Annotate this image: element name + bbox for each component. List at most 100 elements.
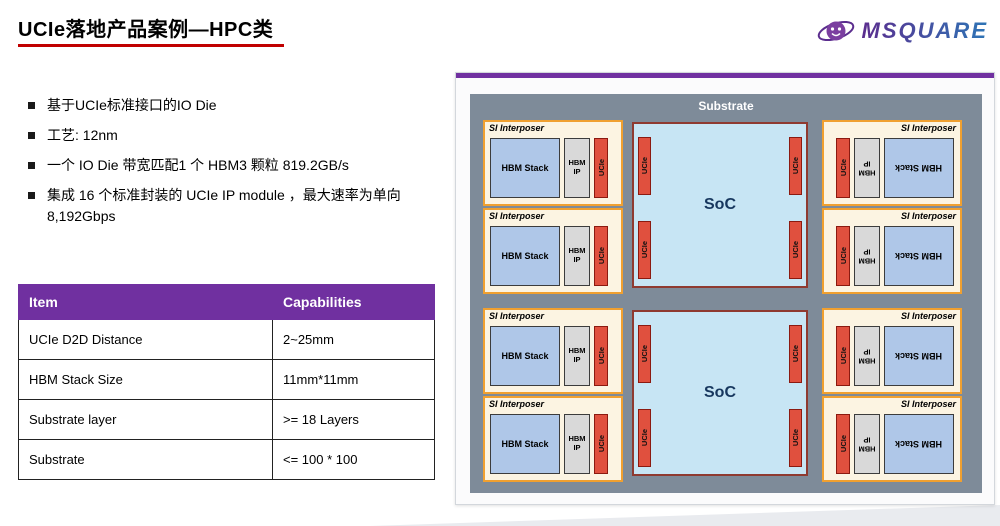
ucie-label: UCIe xyxy=(791,429,800,447)
table-header-item: Item xyxy=(18,284,273,320)
page-title: UCIe落地产品案例—HPC类 xyxy=(18,19,274,41)
table-header-row: Item Capabilities xyxy=(18,284,435,320)
hbm-stack-block: HBM Stack xyxy=(490,414,560,474)
ucie-label: UCIe xyxy=(838,347,848,365)
hbm-stack-label: HBM Stack xyxy=(501,163,549,173)
si-interposer-module: SI Interposer HBM Stack HBM IP UCIe xyxy=(483,308,623,394)
bullet-marker xyxy=(28,192,35,199)
table-cell: >= 18 Layers xyxy=(272,399,435,440)
si-interposer-label: SI Interposer xyxy=(900,211,956,221)
si-interposer-label: SI Interposer xyxy=(489,311,545,321)
si-interposer-module: SI Interposer HBM Stack HBM IP UCIe xyxy=(483,396,623,482)
diagram-top-accent xyxy=(456,73,994,78)
msquare-logo-icon xyxy=(817,20,854,42)
ucie-block: UCIe xyxy=(836,414,850,474)
hbm-ip-label: HBM IP xyxy=(858,160,876,178)
ucie-block: UCIe xyxy=(594,226,608,286)
si-interposer-label: SI Interposer xyxy=(900,123,956,133)
si-interposer-module: SI Interposer UCIe HBM IP HBM Stack xyxy=(822,120,962,206)
hbm-stack-block: HBM Stack xyxy=(884,414,954,474)
bullet-marker xyxy=(28,132,35,139)
hbm-ip-block: HBM IP xyxy=(854,414,880,474)
bullet-text: 工艺: 12nm xyxy=(47,127,118,143)
hbm-stack-label: HBM Stack xyxy=(895,439,943,449)
ucie-block: UCIe xyxy=(836,138,850,198)
si-interposer-module: SI Interposer UCIe HBM IP HBM Stack xyxy=(822,396,962,482)
bullet-item: 工艺: 12nm xyxy=(28,125,430,146)
bullet-marker xyxy=(28,162,35,169)
table-row: UCIe D2D Distance 2~25mm xyxy=(18,319,435,360)
hbm-stack-label: HBM Stack xyxy=(895,351,943,361)
ucie-block: UCIe xyxy=(594,326,608,386)
ucie-block: UCIe xyxy=(789,409,802,467)
si-interposer-label: SI Interposer xyxy=(900,399,956,409)
bullet-text: 基于UCIe标准接口的IO Die xyxy=(47,97,217,113)
ucie-label: UCIe xyxy=(838,435,848,453)
ucie-block: UCIe xyxy=(638,325,651,383)
package-diagram: Substrate SI Interposer HBM Stack HBM IP… xyxy=(455,72,995,505)
ucie-block: UCIe xyxy=(638,221,651,279)
table-cell: HBM Stack Size xyxy=(18,359,273,400)
corner-decoration xyxy=(370,505,1000,526)
soc-label: SoC xyxy=(704,196,736,213)
hbm-stack-label: HBM Stack xyxy=(501,351,549,361)
msquare-logo: MSQUARE xyxy=(816,14,988,48)
hbm-stack-block: HBM Stack xyxy=(490,326,560,386)
hbm-ip-block: HBM IP xyxy=(564,326,590,386)
table-header-capabilities: Capabilities xyxy=(272,284,435,320)
ucie-label: UCIe xyxy=(791,241,800,259)
ucie-block: UCIe xyxy=(594,138,608,198)
ucie-label: UCIe xyxy=(791,345,800,363)
table-cell: 2~25mm xyxy=(272,319,435,360)
ucie-label: UCIe xyxy=(640,345,649,363)
table-row: HBM Stack Size 11mm*11mm xyxy=(18,359,435,400)
hbm-stack-label: HBM Stack xyxy=(501,251,549,261)
ucie-label: UCIe xyxy=(596,247,606,265)
substrate: Substrate SI Interposer HBM Stack HBM IP… xyxy=(470,94,982,493)
ucie-label: UCIe xyxy=(838,159,848,177)
hbm-stack-label: HBM Stack xyxy=(895,163,943,173)
table-cell: Substrate layer xyxy=(18,399,273,440)
substrate-label: Substrate xyxy=(698,99,754,113)
ucie-block: UCIe xyxy=(836,326,850,386)
ucie-block: UCIe xyxy=(789,325,802,383)
hbm-stack-block: HBM Stack xyxy=(490,138,560,198)
table-cell: UCIe D2D Distance xyxy=(18,319,273,360)
si-interposer-module: SI Interposer UCIe HBM IP HBM Stack xyxy=(822,308,962,394)
soc-label: SoC xyxy=(704,384,736,401)
ucie-label: UCIe xyxy=(838,247,848,265)
soc-block: UCIe UCIe UCIe UCIe SoC xyxy=(632,122,808,288)
ucie-block: UCIe xyxy=(836,226,850,286)
table-row: Substrate layer >= 18 Layers xyxy=(18,399,435,440)
hbm-stack-block: HBM Stack xyxy=(490,226,560,286)
si-interposer-label: SI Interposer xyxy=(489,399,545,409)
bullet-item: 一个 IO Die 带宽匹配1 个 HBM3 颗粒 819.2GB/s xyxy=(28,155,430,176)
bullet-marker xyxy=(28,102,35,109)
ucie-block: UCIe xyxy=(638,137,651,195)
hbm-ip-label: HBM IP xyxy=(568,246,586,264)
ucie-block: UCIe xyxy=(638,409,651,467)
ucie-block: UCIe xyxy=(789,221,802,279)
si-interposer-module: SI Interposer UCIe HBM IP HBM Stack xyxy=(822,208,962,294)
bullet-text: 一个 IO Die 带宽匹配1 个 HBM3 颗粒 819.2GB/s xyxy=(47,157,349,173)
ucie-block: UCIe xyxy=(594,414,608,474)
hbm-stack-label: HBM Stack xyxy=(501,439,549,449)
hbm-ip-block: HBM IP xyxy=(854,138,880,198)
hbm-ip-label: HBM IP xyxy=(858,248,876,266)
title-underline xyxy=(18,44,284,47)
hbm-ip-block: HBM IP xyxy=(854,326,880,386)
table-row: Substrate <= 100 * 100 xyxy=(18,439,435,480)
si-interposer-module: SI Interposer HBM Stack HBM IP UCIe xyxy=(483,208,623,294)
si-interposer-label: SI Interposer xyxy=(489,211,545,221)
table-cell: <= 100 * 100 xyxy=(272,439,435,480)
ucie-label: UCIe xyxy=(640,241,649,259)
hbm-stack-block: HBM Stack xyxy=(884,326,954,386)
msquare-logo-text: MSQUARE xyxy=(861,18,988,43)
ucie-block: UCIe xyxy=(789,137,802,195)
soc-block: UCIe UCIe UCIe UCIe SoC xyxy=(632,310,808,476)
bullet-item: 基于UCIe标准接口的IO Die xyxy=(28,95,430,116)
ucie-label: UCIe xyxy=(596,435,606,453)
hbm-ip-label: HBM IP xyxy=(568,434,586,452)
hbm-ip-block: HBM IP xyxy=(564,226,590,286)
